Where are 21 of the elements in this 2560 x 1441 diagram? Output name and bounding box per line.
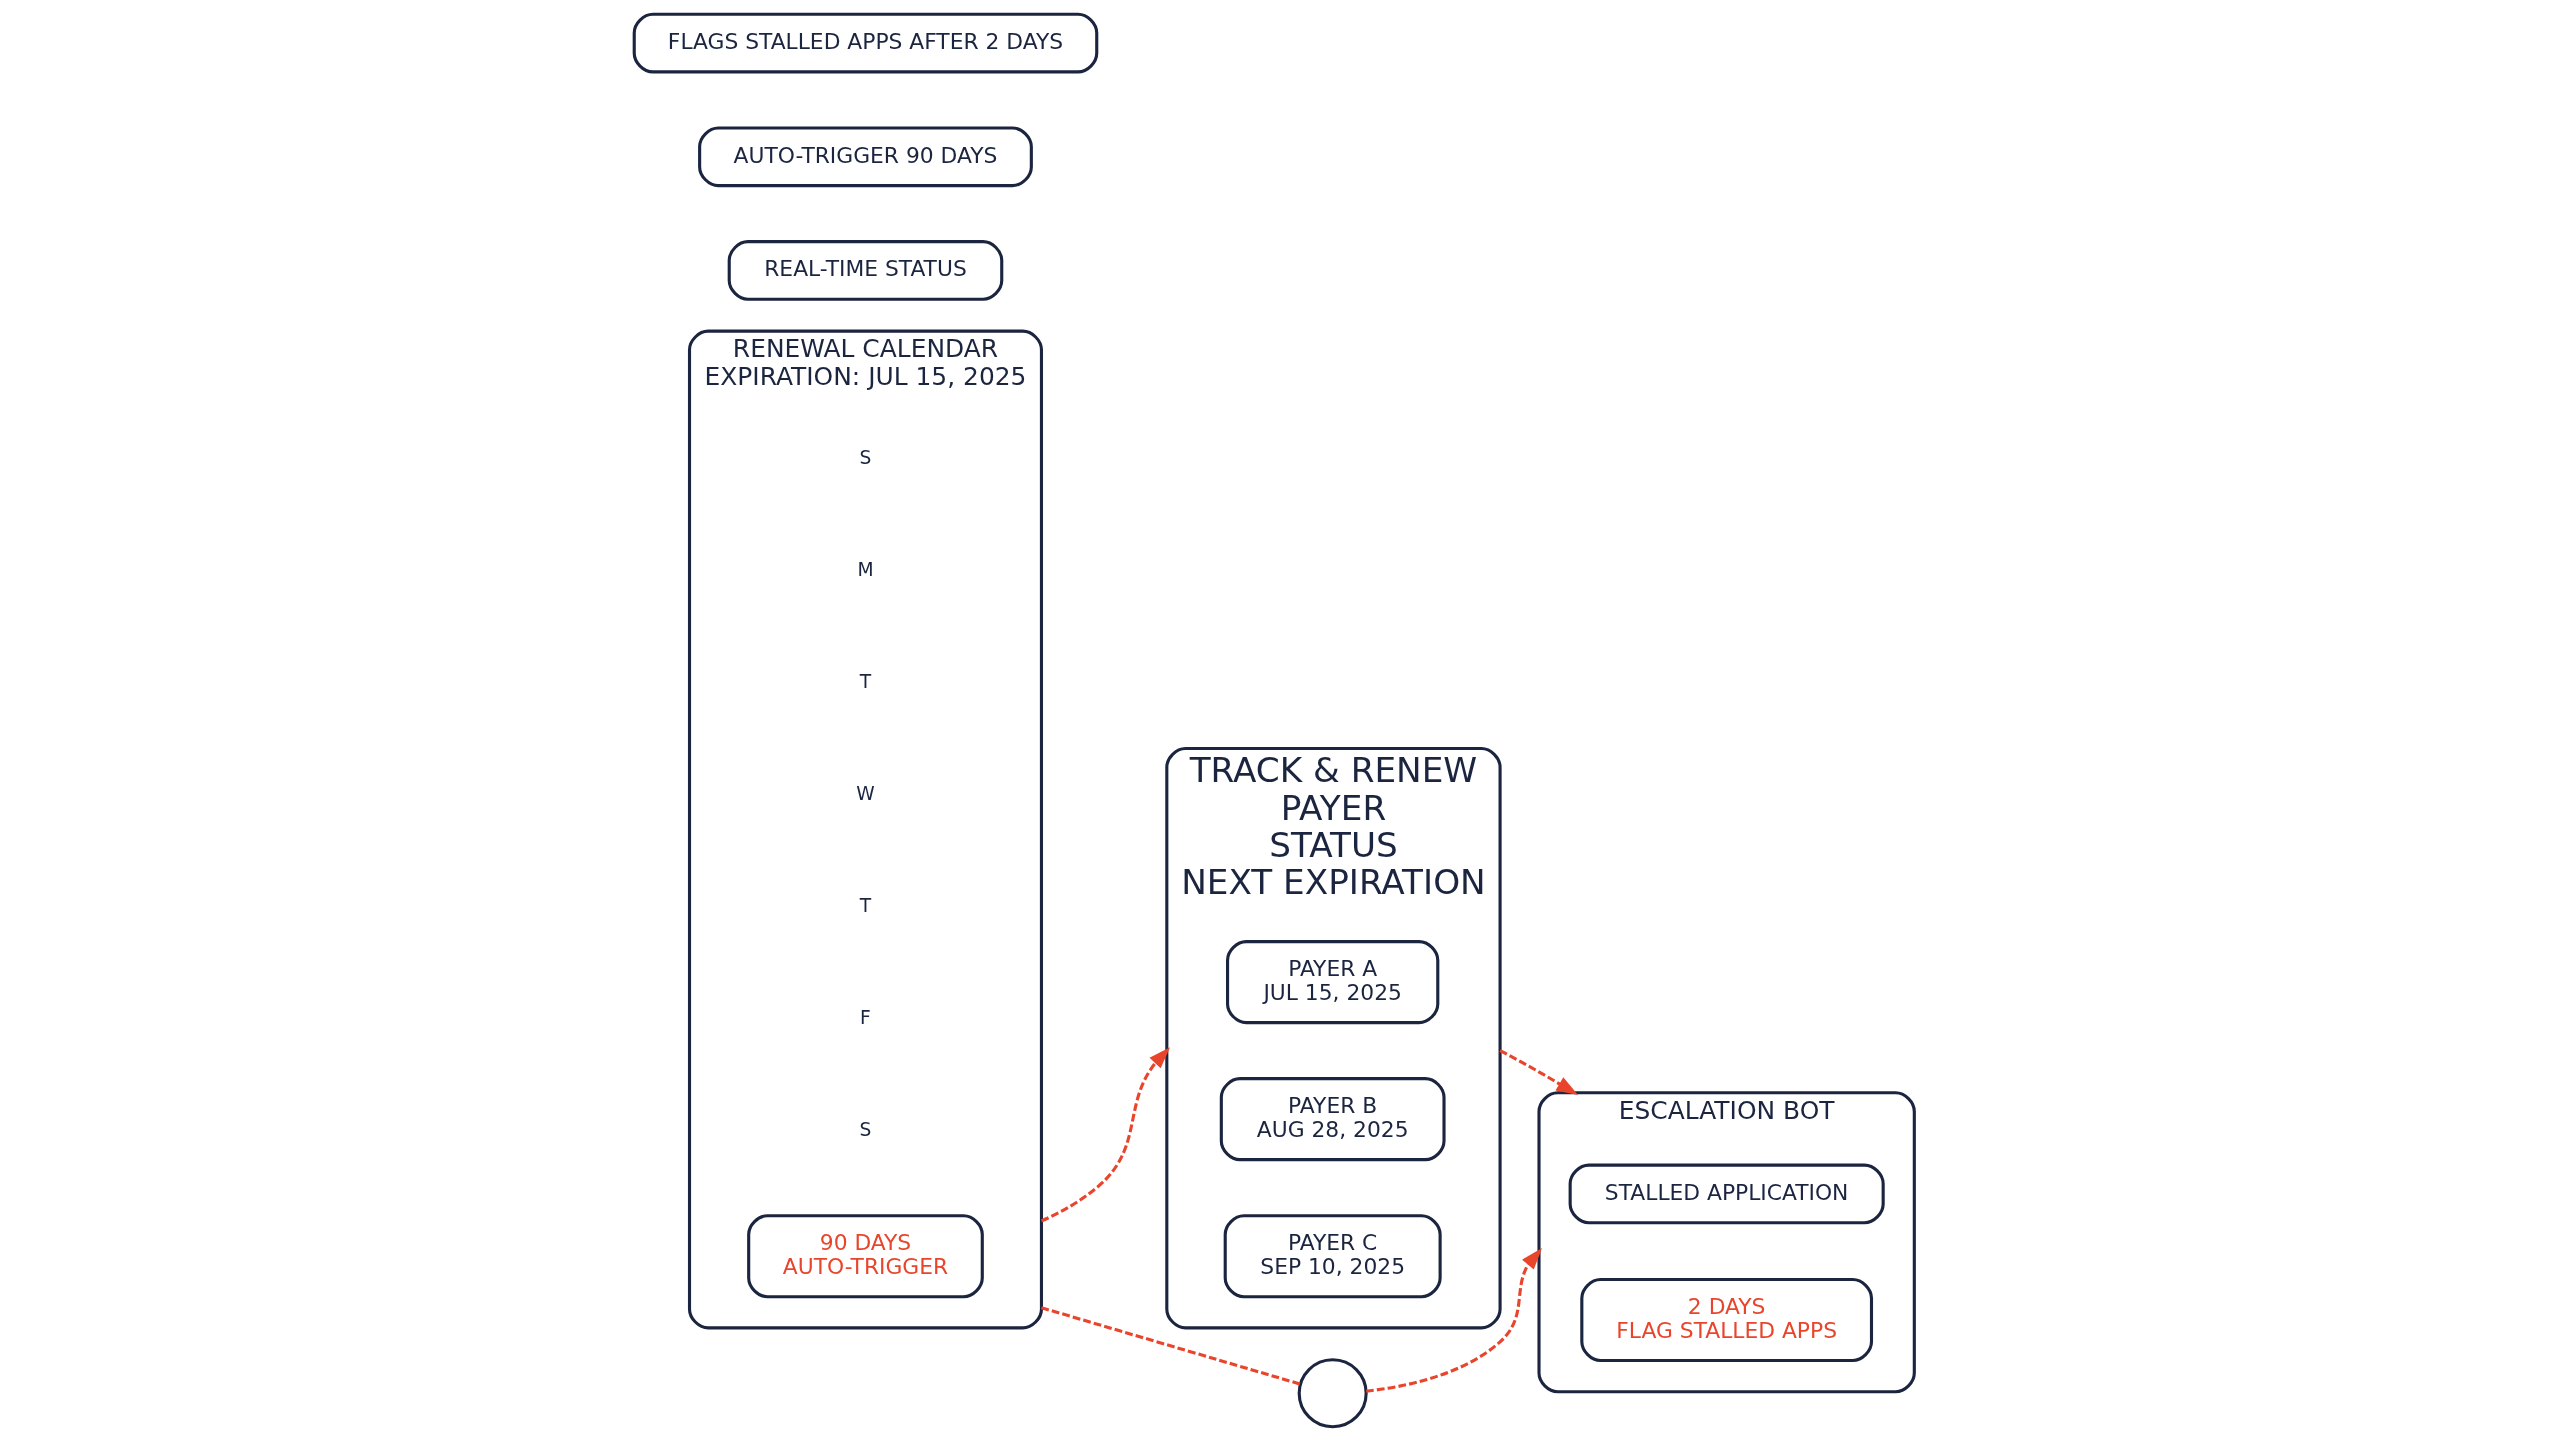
node-box: PAYER B AUG 28, 2025 [1219, 1077, 1446, 1162]
connector [1040, 1306, 1300, 1386]
label: S [859, 446, 871, 468]
node-circle [1297, 1358, 1368, 1429]
node-box: FLAGS STALLED APPS AFTER 2 DAYS [632, 12, 1098, 74]
arrow [1040, 1047, 1170, 1223]
node-box: 2 DAYS FLAG STALLED APPS [1579, 1278, 1873, 1363]
label: T [859, 895, 871, 917]
label: M [856, 558, 874, 580]
node-box: REAL-TIME STATUS [727, 240, 1003, 301]
node-box: STALLED APPLICATION [1568, 1163, 1885, 1225]
label: W [855, 783, 875, 805]
label: T [859, 670, 871, 692]
node-box: PAYER C SEP 10, 2025 [1223, 1214, 1442, 1299]
label: F [859, 1007, 871, 1029]
label: S [859, 1119, 871, 1141]
node-box: AUTO-TRIGGER 90 DAYS [697, 126, 1033, 188]
node-box: 90 DAYS AUTO-TRIGGER [746, 1214, 984, 1299]
arrow [1365, 1247, 1542, 1393]
node-box: PAYER A JUL 15, 2025 [1225, 940, 1439, 1025]
arrow [1498, 1049, 1578, 1096]
